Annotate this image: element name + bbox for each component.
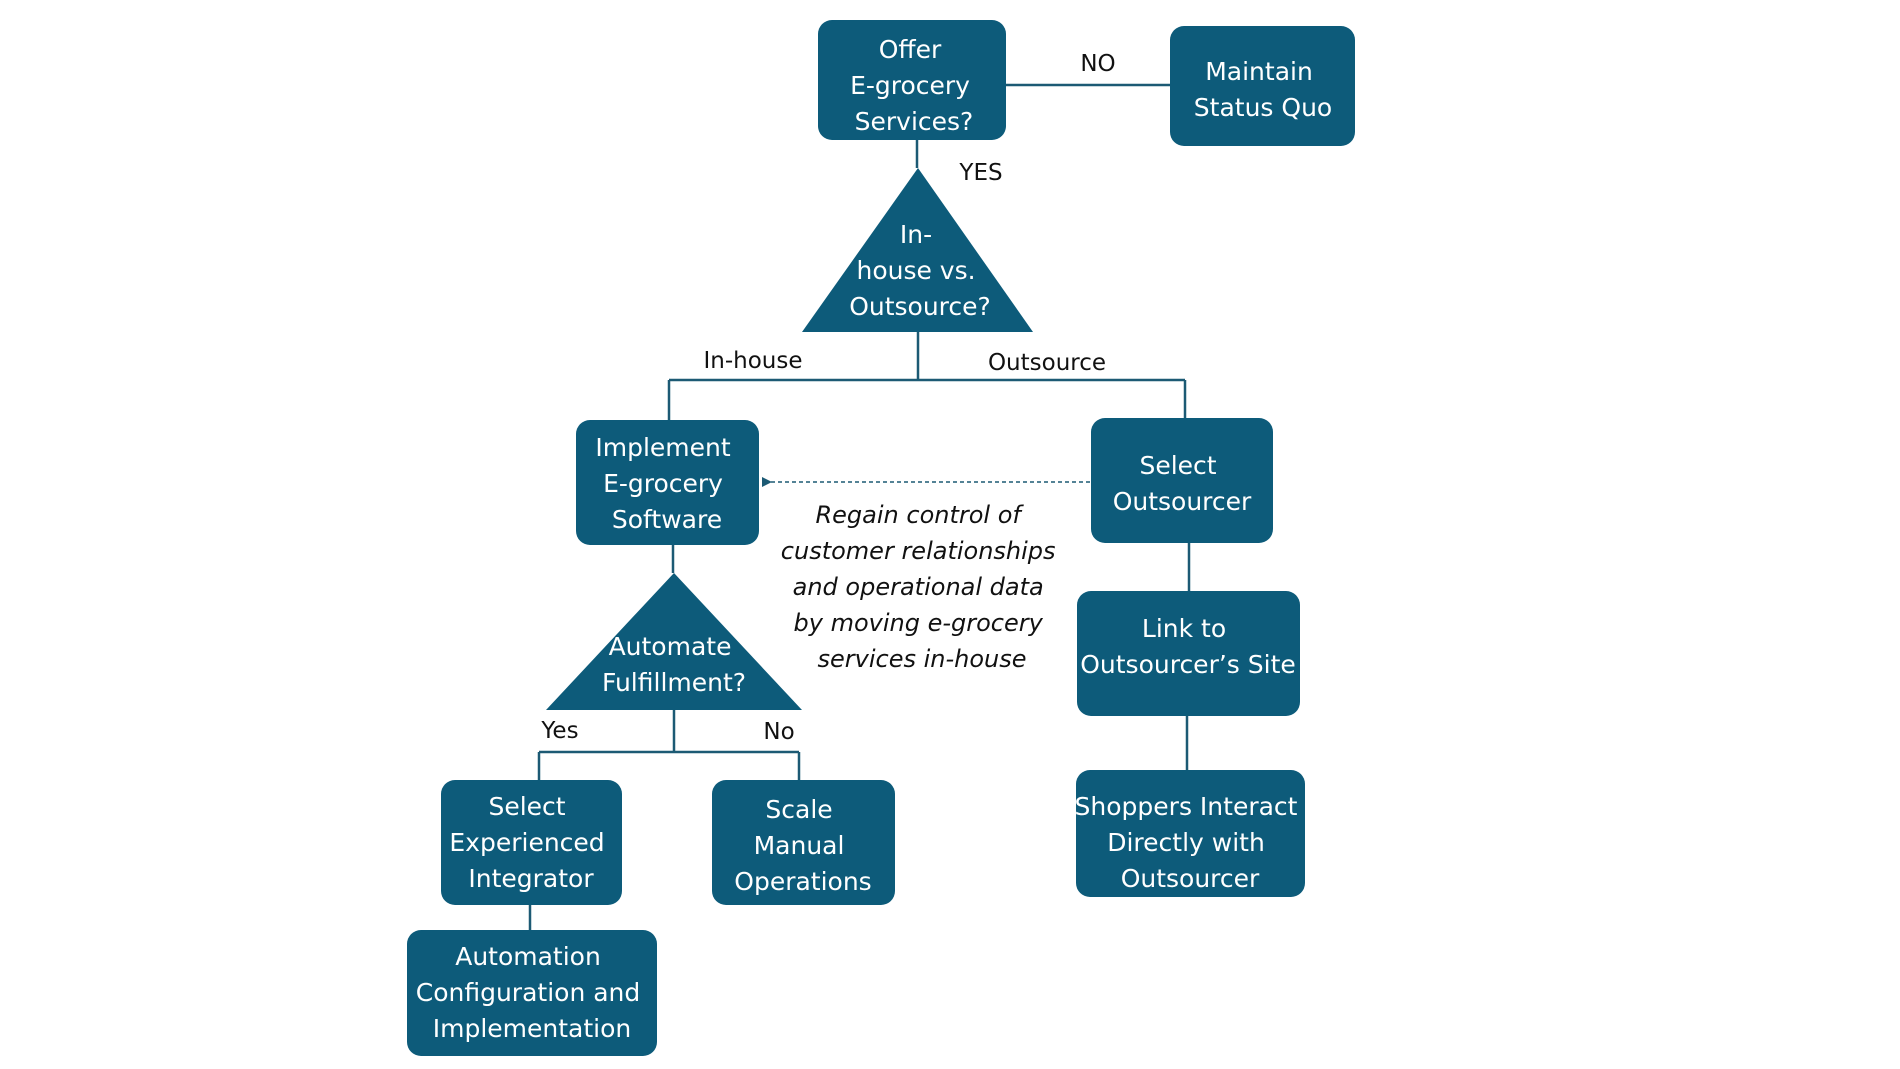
edge-label-fulfillment-no: No — [763, 719, 794, 745]
node-link-outsourcer-site-text: Link to Outsourcer’s Site — [1080, 614, 1296, 679]
node-offer-egrocery-box — [818, 20, 1006, 140]
node-automate-fulfillment-triangle — [546, 573, 802, 710]
edge-label-in-house: In-house — [703, 348, 802, 374]
edge-label-fulfillment-yes: Yes — [540, 718, 578, 744]
node-inhouse-vs-outsource-text: In- house vs. Outsource? — [849, 220, 991, 321]
node-automation-config-text: Automation Configuration and Implementat… — [416, 942, 648, 1043]
node-automation-config-box — [407, 930, 657, 1056]
node-implement-software-box — [576, 420, 759, 545]
node-select-integrator-text: Select Experienced Integrator — [449, 792, 612, 893]
node-maintain-status-quo-text: Maintain Status Quo — [1194, 57, 1332, 122]
node-scale-manual-text: Scale Manual Operations — [734, 795, 871, 896]
annotation-regain-control: Regain control of customer relationships… — [781, 501, 1063, 673]
node-link-outsourcer-site-box — [1077, 591, 1300, 716]
node-shoppers-interact-text: Shoppers Interact Directly with Outsourc… — [1075, 792, 1306, 893]
node-inhouse-vs-outsource-triangle — [802, 168, 1033, 332]
node-offer-egrocery-text: Offer E-grocery Services? — [850, 35, 978, 136]
node-select-integrator-box — [441, 780, 622, 905]
edge-label-yes: YES — [958, 160, 1002, 186]
node-maintain-status-quo-box — [1170, 26, 1355, 146]
edge-label-no: NO — [1080, 51, 1115, 77]
node-select-outsourcer-text: Select Outsourcer — [1113, 451, 1252, 516]
node-scale-manual-box — [712, 780, 895, 905]
node-automate-fulfillment-text: Automate Fulfillment? — [602, 632, 746, 697]
connectors — [528, 83, 1191, 930]
node-shoppers-interact-box — [1076, 770, 1305, 897]
node-implement-software-text: Implement E-grocery Software — [595, 433, 738, 534]
node-select-outsourcer-box — [1091, 418, 1273, 543]
edge-label-outsource: Outsource — [988, 350, 1106, 376]
